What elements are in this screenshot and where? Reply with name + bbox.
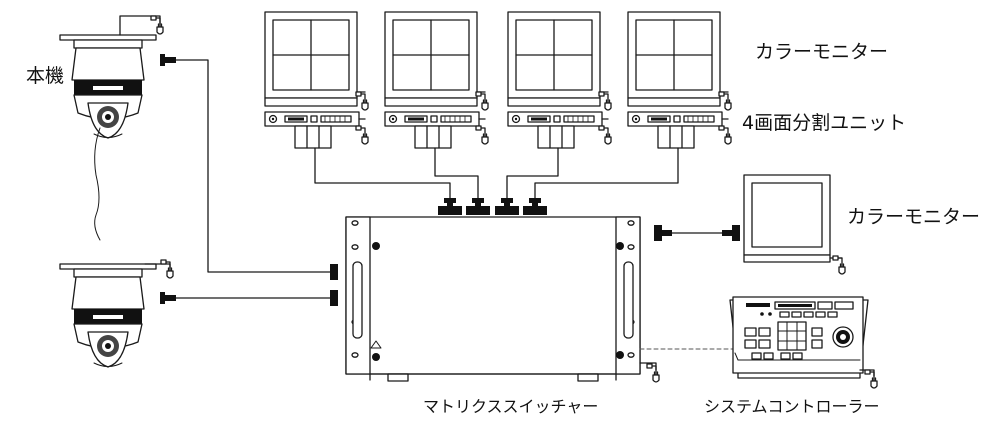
power-plug-icon — [355, 91, 369, 111]
matrix-switcher-icon — [345, 216, 641, 382]
quad-unit-label: 4画面分割ユニット — [742, 112, 907, 134]
bnc-connector-icon — [722, 225, 740, 241]
quad-splitter-icon — [507, 111, 603, 149]
system-controller-label: システムコントローラー — [704, 397, 880, 416]
power-plug-icon — [355, 118, 369, 145]
bnc-connector-icon — [330, 290, 338, 306]
bnc-connector-icon — [159, 53, 177, 67]
crt-monitor-icon — [627, 11, 721, 107]
crt-monitor-icon — [743, 174, 831, 263]
quad-splitter-icon — [384, 111, 480, 149]
power-plug-icon — [475, 91, 489, 111]
power-plug-icon — [475, 118, 489, 145]
power-plug-icon — [598, 91, 612, 111]
power-plug-icon — [718, 91, 732, 111]
dome-camera-icon — [59, 34, 157, 139]
power-plug-icon — [639, 362, 660, 383]
quad-splitter-icon — [264, 111, 360, 149]
crt-monitor-icon — [507, 11, 601, 107]
camera-unit-label: 本機 — [26, 65, 65, 87]
crt-monitor-icon — [384, 11, 478, 107]
camera-cable — [175, 59, 331, 273]
bnc-connector-icon — [654, 225, 672, 241]
power-plug-icon — [119, 15, 164, 36]
power-plug-icon — [144, 259, 174, 279]
quad-cable — [314, 147, 679, 199]
quad-splitter-icon — [627, 111, 723, 149]
bnc-connector-icon — [159, 291, 177, 305]
bnc-connector-icon — [330, 264, 338, 280]
power-plug-icon — [718, 118, 732, 145]
controller-keyboard-icon — [729, 296, 869, 379]
dome-camera-icon — [59, 263, 157, 368]
continuation-line — [94, 127, 101, 241]
power-plug-icon — [598, 118, 612, 145]
power-plug-icon — [829, 255, 846, 275]
color-monitor-top-label: カラーモニター — [755, 41, 889, 63]
color-monitor-right-label: カラーモニター — [847, 206, 981, 228]
bnc-connector-icon — [438, 206, 547, 215]
power-plug-icon — [859, 369, 878, 389]
crt-monitor-icon — [264, 11, 358, 107]
matrix-switcher-label: マトリクススイッチャー — [423, 397, 599, 416]
